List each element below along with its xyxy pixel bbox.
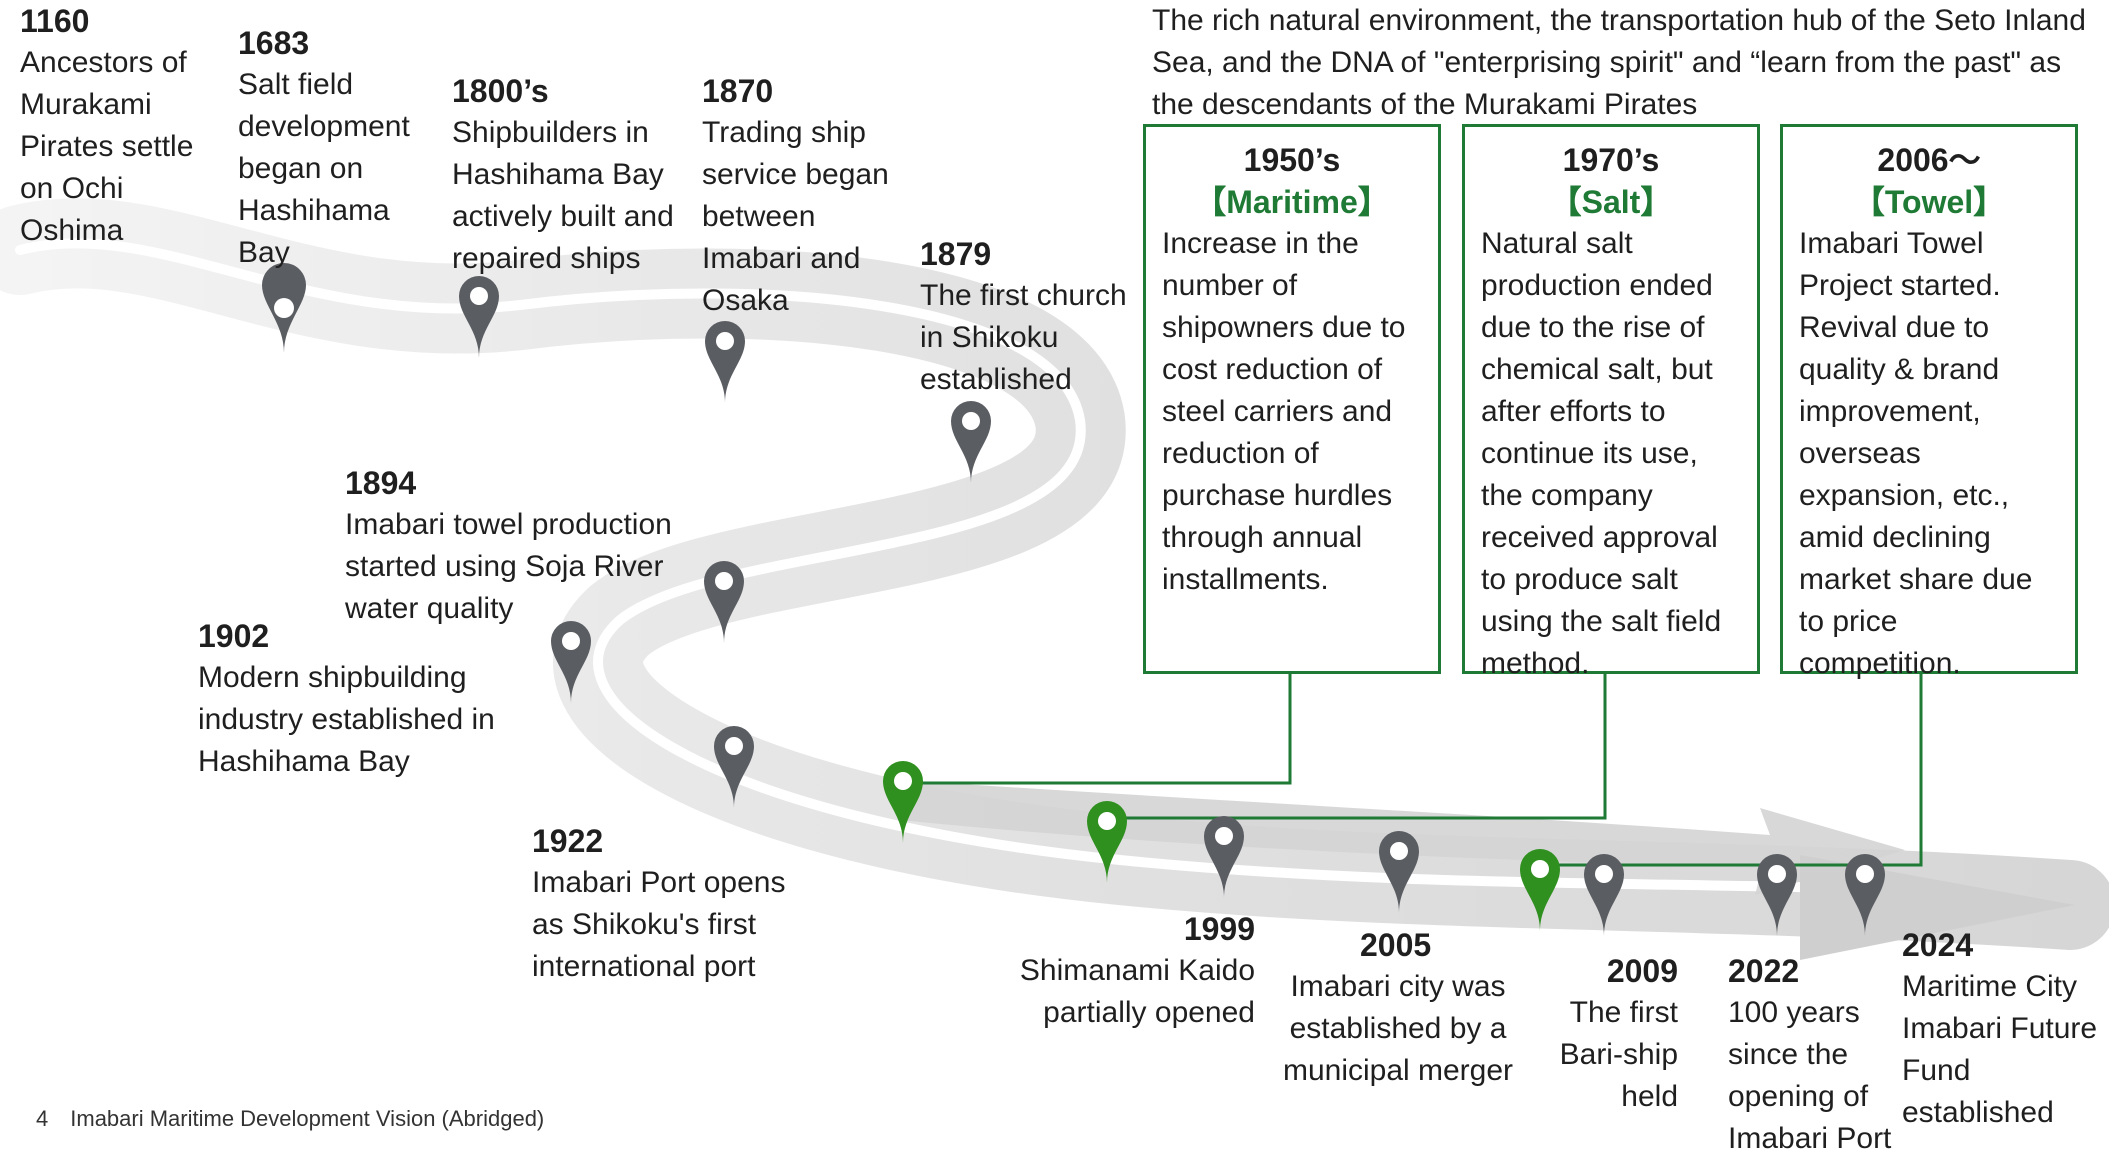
pin-1922 <box>714 726 754 808</box>
event-year: 1894 <box>345 465 417 501</box>
pin-1800s <box>705 321 745 403</box>
box-category: 【Maritime】 <box>1194 184 1390 220</box>
event-text: Trading ship service began between Imaba… <box>702 116 889 317</box>
event-text: Shimanami Kaido partially opened <box>1019 954 1255 1029</box>
intro-text: The rich natural environment, the transp… <box>1152 4 2086 121</box>
event-year: 1879 <box>920 236 992 272</box>
pin-towel <box>1520 849 1560 931</box>
box-period: 1950’s <box>1243 142 1341 178</box>
box-period: 2006～ <box>1877 142 1981 178</box>
event-text: Modern shipbuilding industry established… <box>198 661 495 778</box>
box-category: 【Towel】 <box>1852 184 2006 220</box>
box-maritime: 1950’s 【Maritime】 Increase in the number… <box>1143 124 1441 674</box>
event-text: Imabari city was established by a munici… <box>1282 970 1514 1087</box>
page-number: 4 <box>36 1106 49 1131</box>
pin-1894 <box>704 561 744 643</box>
box-towel: 2006～ 【Towel】 Imabari Towel Project star… <box>1780 124 2078 680</box>
event-1894: 1894 Imabari towel production started us… <box>345 462 725 630</box>
event-1999: 1999 Shimanami Kaido partially opened <box>1000 908 1255 1034</box>
event-year: 2009 <box>1606 953 1678 989</box>
event-text: The first Bari-ship held <box>1559 996 1678 1113</box>
pin-1160 <box>262 263 306 353</box>
box-text: Imabari Towel Project started. Revival d… <box>1799 227 2033 680</box>
pin-salt <box>1087 801 1127 883</box>
event-year: 2005 <box>1360 927 1432 963</box>
box-salt: 1970’s 【Salt】 Natural salt production en… <box>1462 124 1760 680</box>
event-1683: 1683 Salt field development began on Has… <box>238 22 438 274</box>
event-1879: 1879 The first church in Shikoku establi… <box>920 233 1140 401</box>
event-text: Shipbuilders in Hashihama Bay actively b… <box>452 116 674 275</box>
pin-1902 <box>551 621 591 703</box>
box-category: 【Salt】 <box>1549 184 1673 220</box>
event-year: 1902 <box>198 618 270 654</box>
event-year: 1683 <box>238 25 310 61</box>
event-1160: 1160 Ancestors of Murakami Pirates settl… <box>20 0 235 252</box>
footer: 4 Imabari Maritime Development Vision (Ab… <box>36 1106 566 1132</box>
event-year: 1999 <box>1183 911 1255 947</box>
event-year: 1800’s <box>452 73 549 109</box>
event-year: 2024 <box>1902 927 1974 963</box>
event-text: Imabari towel production started using S… <box>345 508 672 625</box>
event-text: 100 years since the opening of Imabari P… <box>1728 996 1892 1155</box>
box-period: 1970’s <box>1562 142 1660 178</box>
pin-2009 <box>1584 854 1624 936</box>
event-text: Ancestors of Murakami Pirates settle on … <box>20 46 194 247</box>
event-year: 1870 <box>702 73 774 109</box>
event-1870: 1870 Trading ship service began between … <box>702 70 917 322</box>
event-year: 1160 <box>20 3 90 39</box>
event-1800s: 1800’s Shipbuilders in Hashihama Bay act… <box>452 70 697 280</box>
footer-title: Imabari Maritime Development Vision (Abr… <box>70 1106 545 1131</box>
event-2024: 2024 Maritime City Imabari Future Fund e… <box>1902 924 2107 1134</box>
pin-1683 <box>459 276 499 358</box>
box-text: Increase in the number of shipowners due… <box>1162 227 1406 596</box>
event-1902: 1902 Modern shipbuilding industry establ… <box>198 615 518 783</box>
event-text: Salt field development began on Hashiham… <box>238 68 410 269</box>
pin-2022 <box>1757 854 1797 936</box>
event-year: 2022 <box>1728 953 1800 989</box>
pin-2005 <box>1379 831 1419 913</box>
event-text: The first church in Shikoku established <box>920 279 1127 396</box>
event-1922: 1922 Imabari Port opens as Shikoku's fir… <box>532 820 822 988</box>
event-2005: 2005 Imabari city was established by a m… <box>1268 924 1528 1092</box>
event-text: Maritime City Imabari Future Fund establ… <box>1902 970 2098 1129</box>
pin-1879 <box>951 401 991 483</box>
event-2009: 2009 The first Bari-ship held <box>1530 950 1678 1118</box>
event-year: 1922 <box>532 823 604 859</box>
pin-maritime <box>883 761 923 843</box>
pin-1999 <box>1204 816 1244 898</box>
event-text: Imabari Port opens as Shikoku's first in… <box>532 866 786 983</box>
pin-2024 <box>1845 854 1885 936</box>
event-2022: 2022 100 years since the opening of Imab… <box>1728 950 1913 1160</box>
box-text: Natural salt production ended due to the… <box>1481 227 1722 680</box>
